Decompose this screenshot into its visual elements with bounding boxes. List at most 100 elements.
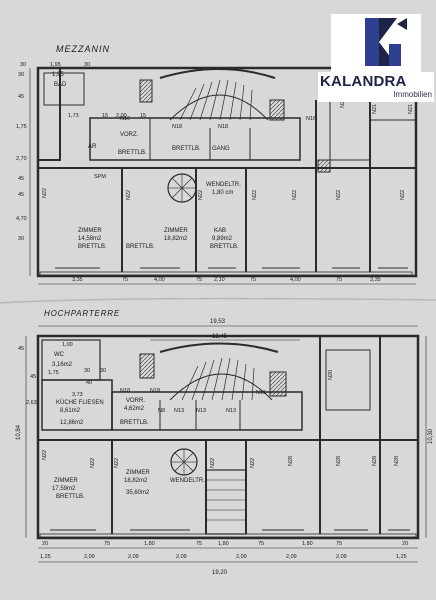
dim-hm-6: 30 xyxy=(100,368,106,374)
dim-hm-7: 1,75 xyxy=(48,370,59,376)
mezzanin-dims-bottom: 3,35 75 4,00 75 2,10 75 4,00 75 3,35 xyxy=(72,277,381,283)
dim-b-1: 75 xyxy=(122,277,128,283)
stair-label-hoch: WENDELTR. xyxy=(170,478,205,484)
overall-width: 19,53 xyxy=(210,319,226,325)
dim-hm-8: 30 xyxy=(84,368,90,374)
hochparterre-title: HOCHPARTERRE xyxy=(44,309,120,318)
note-m-14: N18 xyxy=(172,124,182,130)
dim-hi-7: 75 xyxy=(336,541,342,547)
room-area-kueche: 8,61m2 xyxy=(60,408,81,414)
note-m-1: N18 xyxy=(218,124,228,130)
note-h-6: N28 xyxy=(394,456,400,466)
room-label-zimmer-1: ZIMMER xyxy=(78,228,102,234)
room-floor-zimmer-1: BRETTLB. xyxy=(78,244,107,250)
hochparterre-dims-inner: 20 75 1,80 75 1,80 75 1,80 75 20 xyxy=(42,541,408,547)
dim-hi-6: 1,80 xyxy=(302,541,313,547)
note-h-0: N16 xyxy=(256,390,266,396)
dim-hm-0: 45 xyxy=(18,346,24,352)
dim-hi-2: 1,80 xyxy=(144,541,155,547)
note-m-4: SPM xyxy=(94,174,106,180)
dim-hb-6: 2,09 xyxy=(336,554,347,560)
mezzanin-dims-left: 30 45 1,75 2,70 45 45 30 4,70 xyxy=(16,72,27,242)
note-h-7: N20 xyxy=(328,370,334,380)
dim-b-3: 75 xyxy=(196,277,202,283)
dim-hb-2: 2,09 xyxy=(128,554,139,560)
dim-l-7: 4,70 xyxy=(16,216,27,222)
room-area-zimmer-h1: 17,59m2 xyxy=(52,486,76,492)
dim-l-0: 30 xyxy=(18,72,24,78)
dim-hb-7: 1,25 xyxy=(396,554,407,560)
dim-hi-8: 20 xyxy=(402,541,408,547)
dim-t-4: 2,00 xyxy=(116,113,127,119)
dim-l-2: 1,75 xyxy=(16,124,27,130)
dim-hm-2: 45 xyxy=(30,374,36,380)
room-area-wc: 3,16m2 xyxy=(52,362,73,368)
room-label-wc: WC xyxy=(54,352,65,358)
inner-width: 12,45 xyxy=(212,334,228,340)
dim-t-0: 1,95 xyxy=(50,62,61,68)
room-area-kab: 9,89m2 xyxy=(212,236,233,242)
dim-b-6: 4,00 xyxy=(290,277,301,283)
dim-hi-5: 75 xyxy=(258,541,264,547)
room-floor-kab: BRETTLB. xyxy=(210,244,239,250)
dim-l-3: 2,70 xyxy=(16,156,27,162)
room-area-zimmer-1: 14,58m2 xyxy=(78,236,102,242)
dim-b-4: 2,10 xyxy=(214,277,225,283)
mezzanin-notes: N16 N18 N16 N20 SPM N22 N22 N22 N22 N22 … xyxy=(42,98,414,200)
note-h-15: N13 xyxy=(226,408,236,414)
hochparterre-misc-dims: 45 1,00 45 3,73 40 2,63 30 1,75 30 xyxy=(18,342,106,406)
brand-wordmark: KALANDRA Immobilien xyxy=(318,72,434,102)
note-h-3: N28 xyxy=(288,456,294,466)
kalandra-logo xyxy=(331,14,421,104)
mezzanin-title: MEZZANIN xyxy=(56,44,110,54)
dim-t-2: 1,73 xyxy=(68,113,79,119)
note-m-6: N22 xyxy=(126,190,132,200)
hochparterre-notes: N16 N13 N13 N28 N28 N28 N28 N20 N22 N22 … xyxy=(42,370,400,468)
note-m-11: N22 xyxy=(400,190,406,200)
room-label-brettlb-2: BRETTLB. xyxy=(172,146,201,152)
dim-hi-0: 20 xyxy=(42,541,48,547)
dim-hm-5: 2,63 xyxy=(26,400,37,406)
note-h-9: N22 xyxy=(90,458,96,468)
dim-hb-3: 2,09 xyxy=(176,554,187,560)
dim-b-8: 3,35 xyxy=(370,277,381,283)
room-area-extra: 12,86m2 xyxy=(60,420,84,426)
hochparterre-dims-bottom: 1,25 2,09 2,09 2,09 2,09 2,09 2,09 1,25 xyxy=(40,554,407,560)
room-area-vorr: 4,62m2 xyxy=(124,406,145,412)
dim-hb-4: 2,09 xyxy=(236,554,247,560)
note-h-11: N22 xyxy=(210,458,216,468)
dim-b-7: 75 xyxy=(336,277,342,283)
stair-dim-mezz: 1,80 cm xyxy=(212,190,233,196)
dim-t-6: 30 xyxy=(20,62,26,68)
room-label-brettlb-h: BRETTLB. xyxy=(120,420,149,426)
note-h-1: N13 xyxy=(174,408,184,414)
note-h-8: N22 xyxy=(42,450,48,460)
dim-hb-0: 1,25 xyxy=(40,554,51,560)
dim-hm-4: 40 xyxy=(86,380,92,386)
dim-l-6: 30 xyxy=(18,236,24,242)
note-m-8: N22 xyxy=(252,190,258,200)
room-label-vorz: VORZ. xyxy=(120,132,139,138)
dim-t-3: 15 xyxy=(102,113,108,119)
note-m-7: N22 xyxy=(198,190,204,200)
note-m-13: N21 xyxy=(408,104,414,114)
hochparterre-plan xyxy=(25,325,427,563)
overall-bottom: 19,20 xyxy=(212,570,228,576)
dim-hi-4: 1,80 xyxy=(218,541,229,547)
height-right: 10,30 xyxy=(428,428,434,444)
room-label-vorr: VORR. xyxy=(126,398,145,404)
room-extra-zimmer-h2: 35,60m2 xyxy=(126,490,150,496)
dim-hm-1: 1,00 xyxy=(62,342,73,348)
brand-sub: Immobilien xyxy=(393,90,432,99)
logo-mark-icon xyxy=(331,14,421,74)
mezzanin-dims-top: 1,95 30 1,73 15 2,00 15 30 xyxy=(20,62,146,119)
note-h-10: N22 xyxy=(114,458,120,468)
dim-hm-3: 3,73 xyxy=(72,392,83,398)
note-m-10: N22 xyxy=(336,190,342,200)
dim-t-1: 30 xyxy=(84,62,90,68)
dim-hb-5: 2,09 xyxy=(286,554,297,560)
note-m-5: N22 xyxy=(42,188,48,198)
room-label-ar: AR xyxy=(88,144,97,150)
dim-l-4: 45 xyxy=(18,176,24,182)
room-label-bad: BAD xyxy=(54,82,67,88)
